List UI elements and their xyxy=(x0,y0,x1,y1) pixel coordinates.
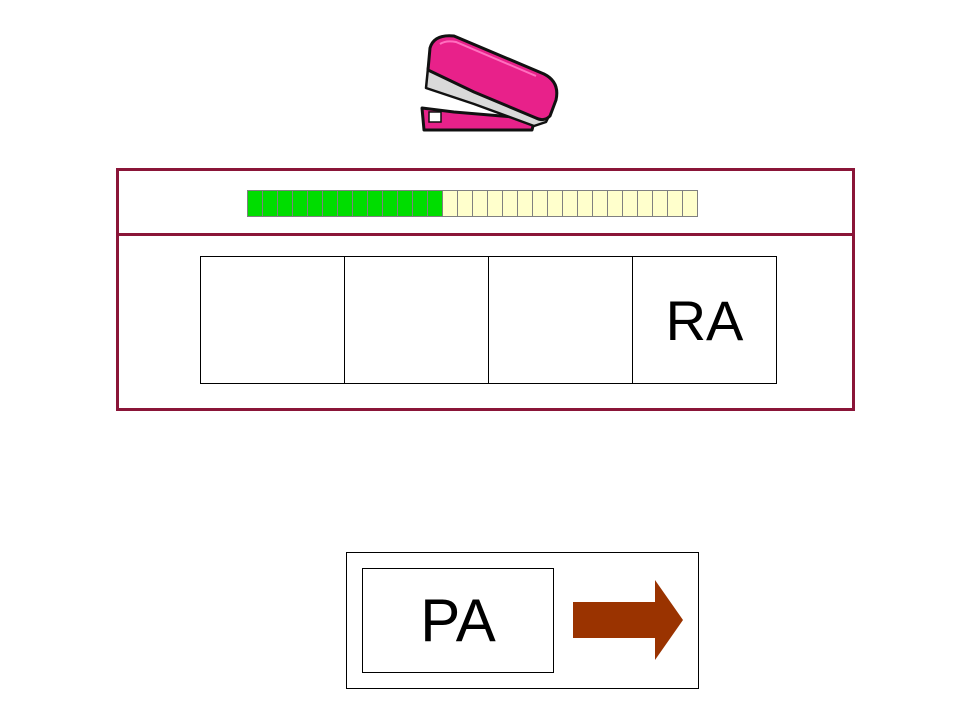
progress-segment-filled xyxy=(382,190,398,217)
word-panel: RA xyxy=(116,168,855,411)
progress-segment-empty xyxy=(667,190,683,217)
right-arrow-icon[interactable] xyxy=(573,580,683,660)
progress-segment-filled xyxy=(262,190,278,217)
progress-segment-empty xyxy=(532,190,548,217)
progress-segment-filled xyxy=(307,190,323,217)
progress-segment-filled xyxy=(277,190,293,217)
progress-segment-filled xyxy=(427,190,443,217)
progress-segment-empty xyxy=(652,190,668,217)
syllable-tile[interactable]: PA xyxy=(362,568,554,673)
progress-segment-empty xyxy=(472,190,488,217)
progress-segment-filled xyxy=(367,190,383,217)
progress-segment-empty xyxy=(502,190,518,217)
progress-segment-empty xyxy=(592,190,608,217)
progress-segment-empty xyxy=(562,190,578,217)
progress-segment-empty xyxy=(577,190,593,217)
stapler-icon xyxy=(420,34,559,132)
progress-segment-filled xyxy=(412,190,428,217)
progress-segment-filled xyxy=(337,190,353,217)
progress-segment-filled xyxy=(352,190,368,217)
progress-segment-filled xyxy=(322,190,338,217)
syllable-slot-2[interactable] xyxy=(344,256,489,384)
progress-segment-filled xyxy=(397,190,413,217)
panel-divider xyxy=(119,233,852,236)
progress-segment-empty xyxy=(547,190,563,217)
progress-segment-empty xyxy=(622,190,638,217)
progress-segment-empty xyxy=(517,190,533,217)
syllable-slot-4[interactable]: RA xyxy=(632,256,777,384)
answer-area: PA xyxy=(346,552,699,689)
syllable-slots: RA xyxy=(200,256,777,384)
progress-segment-filled xyxy=(247,190,263,217)
syllable-slot-3[interactable] xyxy=(488,256,633,384)
progress-segment-empty xyxy=(487,190,503,217)
progress-segment-empty xyxy=(442,190,458,217)
progress-segment-empty xyxy=(637,190,653,217)
syllable-slot-1[interactable] xyxy=(200,256,345,384)
progress-segment-empty xyxy=(607,190,623,217)
progress-segment-empty xyxy=(682,190,698,217)
progress-segment-filled xyxy=(292,190,308,217)
progress-bar xyxy=(247,190,698,217)
progress-segment-empty xyxy=(457,190,473,217)
